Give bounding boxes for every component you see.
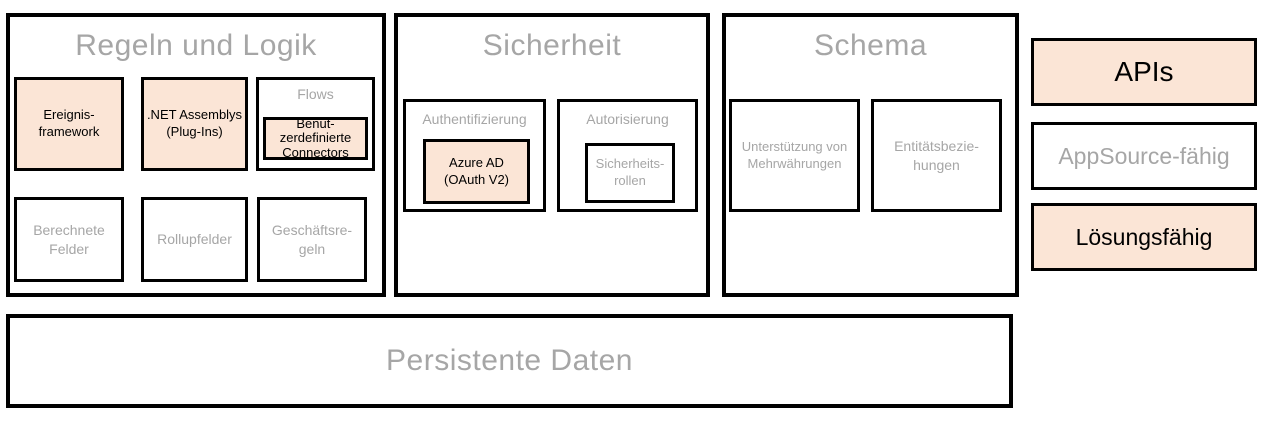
box-custom-connectors-label: Benut- zerdefinierte Connectors — [279, 116, 352, 160]
box-authentication-label: Authentifizierung — [422, 111, 527, 127]
box-rollup-fields: Rollupfelder — [141, 197, 248, 282]
box-calculated-fields: Berechnete Felder — [14, 197, 124, 282]
box-azure-ad-label: Azure AD (OAuth V2) — [443, 154, 510, 187]
box-multicurrency: Unterstützung von Mehrwährungen — [729, 99, 860, 212]
box-entity-relationships-label: Entitätsbezie- hungen — [894, 138, 979, 173]
panel-title-schema: Schema — [813, 29, 928, 62]
box-net-assemblies: .NET Assemblys (Plug-Ins) — [141, 77, 248, 171]
box-azure-ad: Azure AD (OAuth V2) — [423, 139, 530, 204]
badge-appsource-label: AppSource-fähig — [1058, 142, 1230, 169]
box-business-rules-label: Geschäftsre- geln — [271, 222, 353, 257]
box-custom-connectors: Benut- zerdefinierte Connectors — [263, 116, 368, 160]
box-calculated-fields-label: Berechnete Felder — [33, 222, 105, 257]
panel-persistent-data: Persistente Daten — [6, 314, 1013, 408]
badge-appsource: AppSource-fähig — [1031, 122, 1257, 190]
persistent-data-title: Persistente Daten — [386, 344, 633, 377]
box-rollup-fields-label: Rollupfelder — [157, 231, 232, 248]
box-entity-relationships: Entitätsbezie- hungen — [871, 99, 1002, 212]
box-security-roles-label: Sicherheits- rollen — [595, 156, 665, 188]
box-authorization-label: Autorisierung — [586, 111, 669, 127]
box-flows-label: Flows — [297, 86, 334, 102]
panel-schema: Schema Unterstützung von Mehrwährungen E… — [722, 13, 1019, 297]
badge-apis: APIs — [1031, 38, 1257, 106]
box-multicurrency-label: Unterstützung von Mehrwährungen — [741, 138, 848, 171]
box-authorization: Autorisierung Sicherheits- rollen — [557, 99, 698, 212]
box-flows: Flows Benut- zerdefinierte Connectors — [256, 77, 375, 171]
badge-apis-label: APIs — [1114, 56, 1174, 87]
box-business-rules: Geschäftsre- geln — [257, 197, 367, 282]
panel-rules-logic: Regeln und Logik Ereignis- framework .NE… — [6, 13, 386, 297]
box-security-roles: Sicherheits- rollen — [585, 143, 675, 203]
box-event-framework: Ereignis- framework — [14, 77, 124, 171]
panel-title-security: Sicherheit — [482, 29, 622, 62]
badge-solution: Lösungsfähig — [1031, 203, 1257, 271]
box-authentication: Authentifizierung Azure AD (OAuth V2) — [403, 99, 546, 212]
panel-title-rules-logic: Regeln und Logik — [75, 29, 317, 62]
badge-solution-label: Lösungsfähig — [1075, 223, 1213, 250]
box-net-assemblies-label: .NET Assemblys (Plug-Ins) — [146, 107, 243, 139]
panel-security: Sicherheit Authentifizierung Azure AD (O… — [394, 13, 710, 297]
box-event-framework-label: Ereignis- framework — [38, 107, 100, 139]
